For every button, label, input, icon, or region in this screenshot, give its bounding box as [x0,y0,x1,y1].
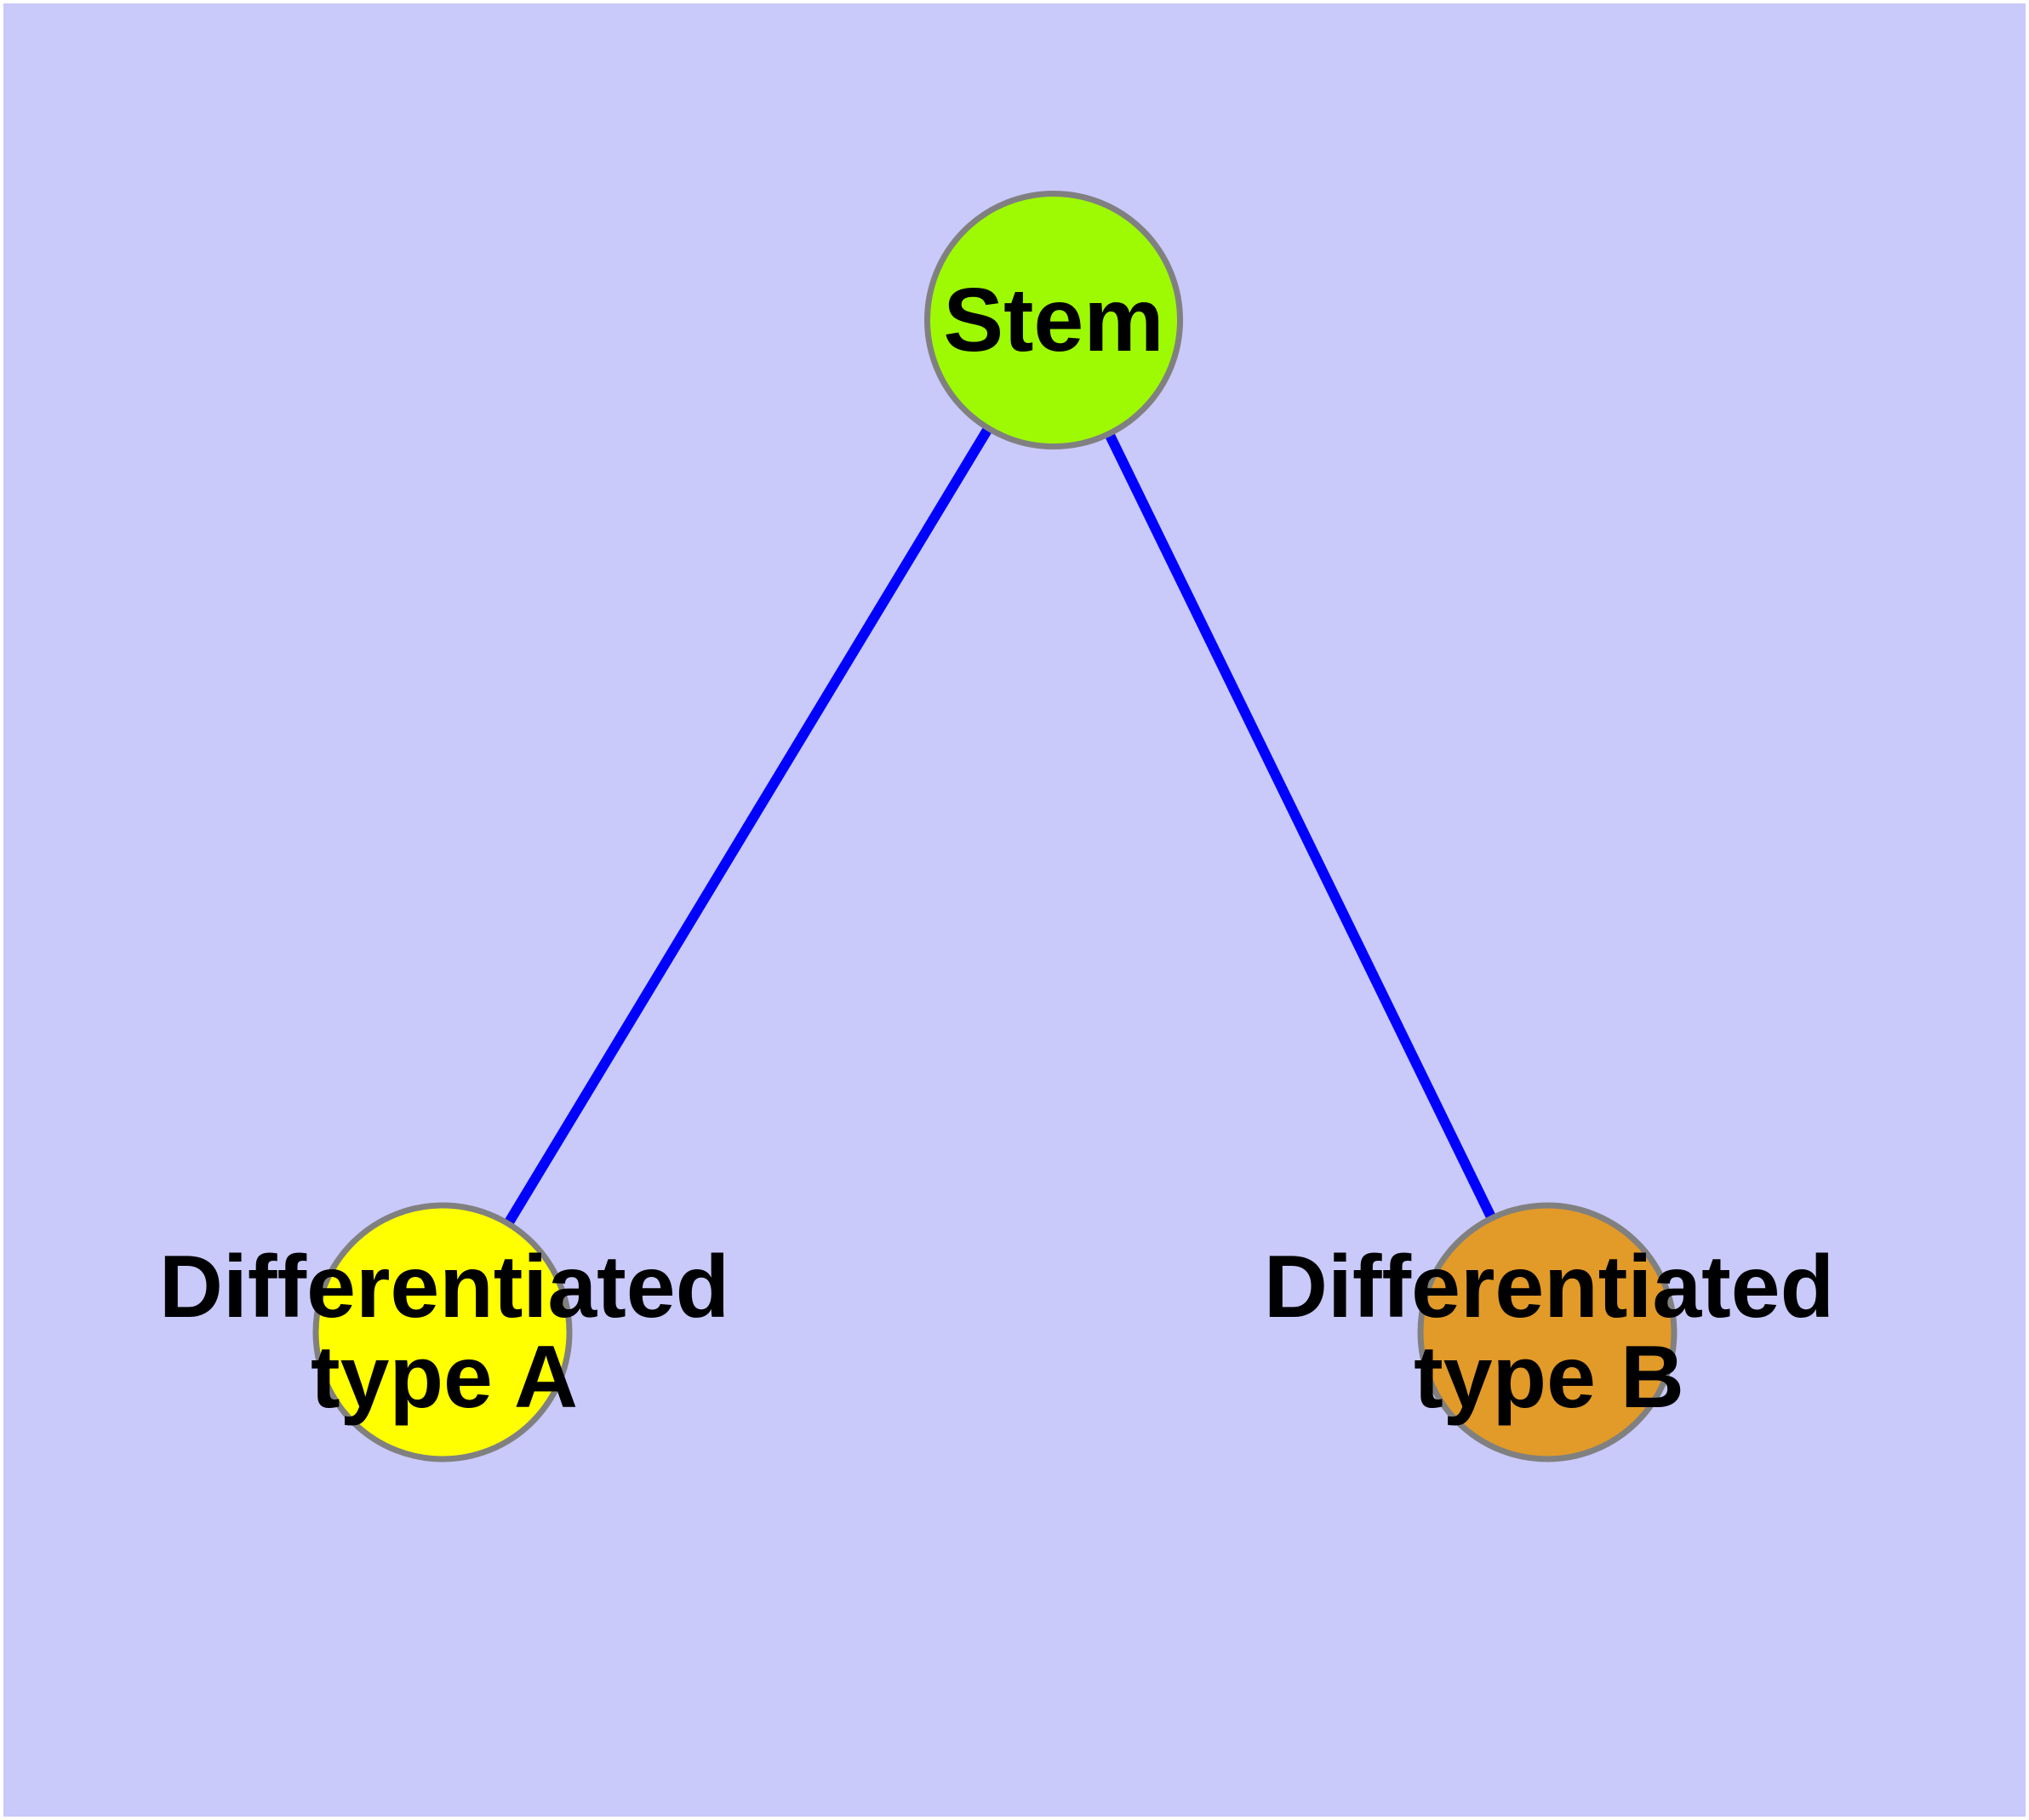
node-circle-differentiated-type-a[interactable] [312,1202,573,1462]
edge-stem-to-differentiated-type-b[interactable] [1049,318,1552,1335]
edge-layer [437,317,1552,1336]
node-layer [312,191,1677,1462]
node-circle-differentiated-type-b[interactable] [1417,1202,1677,1462]
edge-stem-to-differentiated-type-a[interactable] [437,317,1059,1336]
node-circle-stem[interactable] [924,191,1183,449]
